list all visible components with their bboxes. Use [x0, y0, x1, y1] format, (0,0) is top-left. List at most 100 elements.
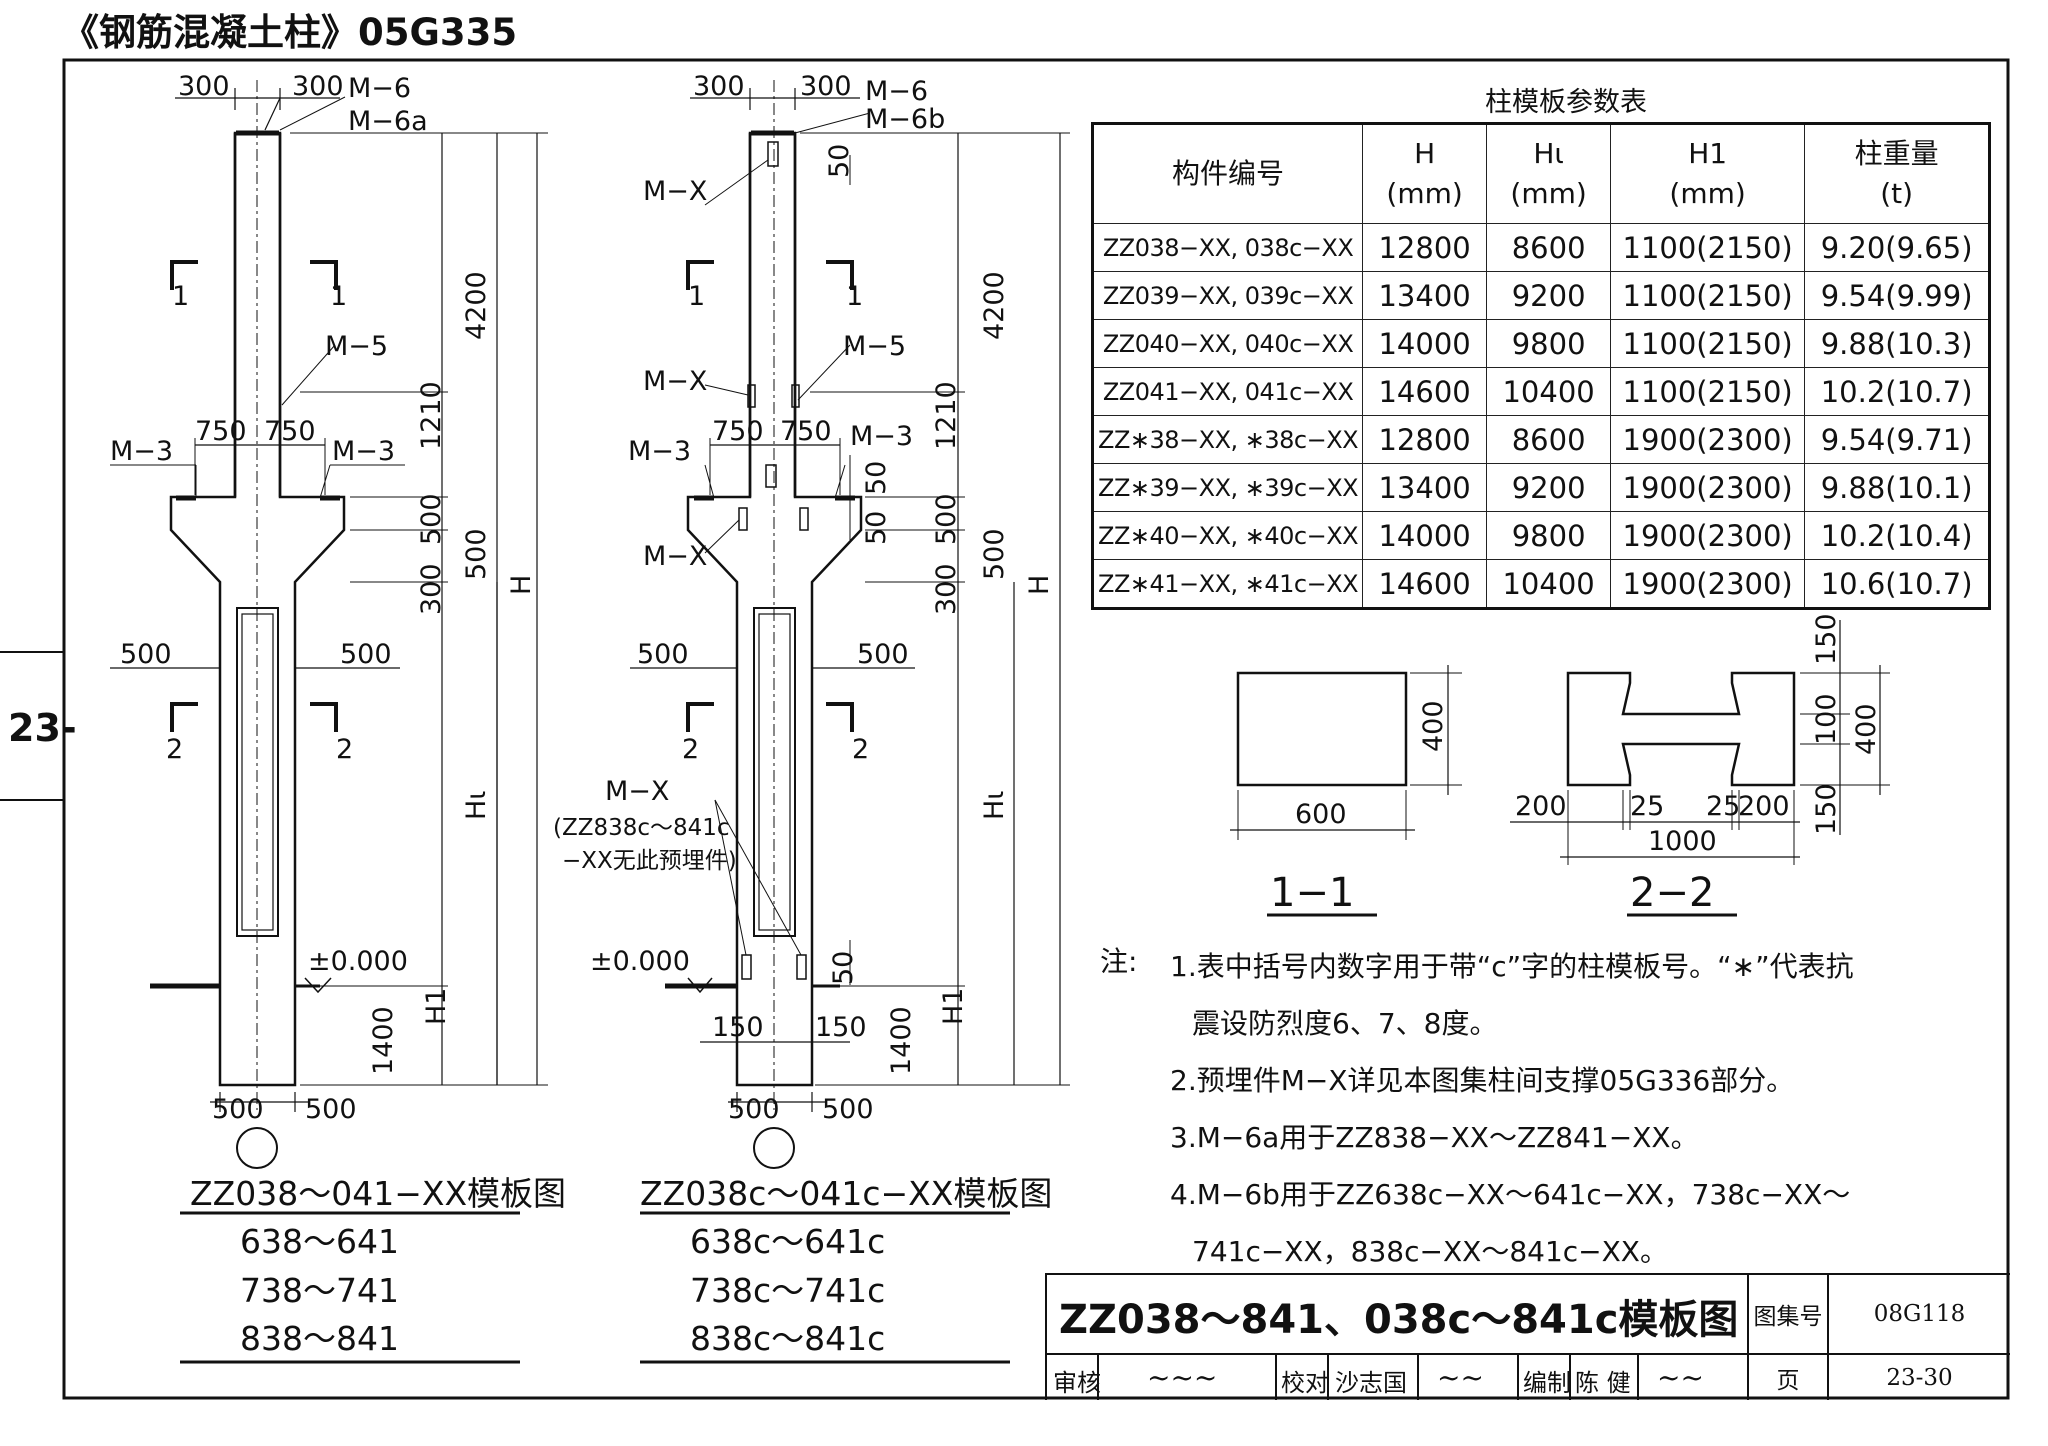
caption-mid-3: 838c～841c	[690, 1319, 885, 1358]
cell-weight: 9.54(9.71)	[1804, 415, 1991, 464]
label-left-m6a: M−6a	[348, 106, 428, 137]
note-line: 4.M−6b用于ZZ638c−XX～641c−XX，738c−XX～	[1170, 1178, 1851, 1211]
dim-mid-750a: 750	[712, 416, 764, 447]
label-left-h: H	[506, 575, 537, 595]
cell-code: ZZ041−XX, 041c−XX	[1091, 367, 1364, 416]
dim-left-500f: 500	[461, 528, 492, 580]
th-h-unit: (mm)	[1386, 177, 1463, 210]
caption-left-1: 638～641	[240, 1222, 399, 1261]
note-line: 3.M−6a用于ZZ838−XX～ZZ841−XX。	[1170, 1121, 1699, 1154]
divider	[1637, 1355, 1639, 1400]
label-mid-mx-note1: M−X	[605, 776, 669, 807]
dim-left-4200: 4200	[461, 271, 492, 340]
dim-s1-400: 400	[1418, 700, 1449, 752]
divider	[1327, 1355, 1329, 1400]
param-table: 构件编号 H(mm) Hι(mm) H1(mm) 柱重量(t) ZZ038−XX…	[1091, 122, 1992, 610]
checker-name: 沙志国	[1335, 1369, 1407, 1397]
dim-s2-1000: 1000	[1648, 826, 1717, 857]
dim-left-1400: 1400	[368, 1006, 399, 1075]
atlas-label: 图集号	[1749, 1275, 1829, 1355]
dim-left-750a: 750	[195, 416, 247, 447]
label-mid-hl: Hι	[979, 791, 1010, 820]
label-mid-mx3: M−X	[643, 541, 707, 572]
label-mid-m6: M−6	[865, 76, 928, 107]
dim-left-300a: 300	[178, 71, 230, 102]
cell-h1: 1100(2150)	[1610, 271, 1806, 320]
th-weight-label: 柱重量	[1854, 137, 1939, 170]
dim-mid-4200: 4200	[979, 271, 1010, 340]
check-label: 校对	[1281, 1369, 1329, 1397]
label-mid-sec1-l: 1	[688, 281, 705, 312]
note-line: 741c−XX，838c−XX～841c−XX。	[1192, 1235, 1668, 1268]
label-mid-m5: M−5	[843, 331, 906, 362]
th-code: 构件编号	[1091, 123, 1364, 224]
cell-weight: 10.6(10.7)	[1804, 559, 1991, 609]
cell-h1: 1900(2300)	[1610, 559, 1806, 609]
label-left-sec2-r: 2	[336, 734, 353, 765]
dim-mid-50a: 50	[824, 144, 855, 178]
dim-s2-25a: 25	[1630, 791, 1664, 822]
divider	[1097, 1355, 1099, 1400]
dim-left-300b: 300	[292, 71, 344, 102]
cell-code: ZZ038−XX, 038c−XX	[1091, 223, 1364, 272]
th-h: H(mm)	[1362, 123, 1488, 224]
dim-mid-1400: 1400	[886, 1006, 917, 1075]
cell-h: 14600	[1362, 559, 1488, 609]
dim-mid-50c: 50	[861, 511, 892, 545]
dim-mid-500c: 500	[728, 1094, 780, 1125]
divider	[1417, 1355, 1419, 1400]
cell-weight: 10.2(10.7)	[1804, 367, 1991, 416]
title-cell: ZZ038～841、038c～841c模板图	[1047, 1275, 1749, 1355]
label-mid-mx2: M−X	[643, 366, 707, 397]
label-left-h1: H1	[421, 988, 452, 1025]
dim-mid-150b: 150	[815, 1012, 867, 1043]
cell-code: ZZ∗38−XX, ∗38c−XX	[1091, 415, 1364, 464]
cell-code: ZZ039−XX, 039c−XX	[1091, 271, 1364, 320]
th-h1-unit: (mm)	[1669, 177, 1746, 210]
dim-s2-100: 100	[1811, 693, 1842, 745]
label-mid-h: H	[1024, 575, 1055, 595]
dim-left-1210: 1210	[416, 381, 447, 450]
label-left-hl: Hι	[461, 791, 492, 820]
dim-mid-50d: 50	[828, 951, 859, 985]
cell-h: 14000	[1362, 511, 1488, 560]
cell-h: 12800	[1362, 415, 1488, 464]
dim-left-500e: 500	[416, 493, 447, 545]
cell-h: 13400	[1362, 463, 1488, 512]
cell-h: 14000	[1362, 319, 1488, 368]
label-mid-sec2-l: 2	[682, 734, 699, 765]
caption-left-2: 738～741	[240, 1271, 399, 1310]
cell-h: 12800	[1362, 223, 1488, 272]
label-left-sec1-l: 1	[172, 281, 189, 312]
cell-hl: 9800	[1486, 511, 1612, 560]
label-mid-mx-note2: (ZZ838c～841c	[553, 815, 730, 841]
cell-weight: 10.2(10.4)	[1804, 511, 1991, 560]
note-line: 震设防烈度6、7、8度。	[1192, 1007, 1498, 1040]
th-h1-label: H1	[1688, 137, 1728, 170]
dim-s2-200a: 200	[1515, 791, 1567, 822]
checker-signature: ~~	[1437, 1361, 1484, 1394]
cell-code: ZZ∗40−XX, ∗40c−XX	[1091, 511, 1364, 560]
label-left-sec2-l: 2	[166, 734, 183, 765]
notes-block: 1.表中括号内数字用于带“c”字的柱模板号。“∗”代表抗 震设防烈度6、7、8度…	[1170, 938, 1854, 1280]
cell-h1: 1100(2150)	[1610, 223, 1806, 272]
page-header: 《钢筋混凝土柱》05G335	[62, 11, 518, 54]
th-weight-unit: (t)	[1880, 177, 1914, 210]
dim-s1-600: 600	[1295, 799, 1347, 830]
cell-hl: 9800	[1486, 319, 1612, 368]
cell-hl: 8600	[1486, 415, 1612, 464]
table-header-row: 构件编号 H(mm) Hι(mm) H1(mm) 柱重量(t)	[1091, 123, 1991, 224]
label-mid-mx-top: M−X	[643, 176, 707, 207]
caption-left-0: ZZ038～041−XX模板图	[190, 1174, 566, 1213]
dim-left-500b: 500	[340, 639, 392, 670]
cell-hl: 8600	[1486, 223, 1612, 272]
label-left-m3-right: M−3	[332, 436, 395, 467]
dim-mid-750b: 750	[780, 416, 832, 447]
notes-prefix: 注:	[1100, 945, 1138, 978]
